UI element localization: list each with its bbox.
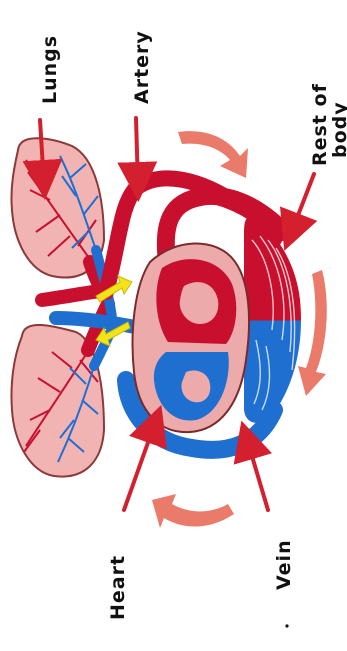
heart-label: Heart	[107, 555, 129, 620]
vein-label: Vein	[273, 539, 295, 590]
vein-pointer	[246, 436, 268, 510]
lungs-label: Lungs	[39, 35, 61, 104]
artery-label: Artery	[131, 30, 153, 104]
rest-of-body-label-line1: Rest of	[309, 83, 331, 166]
heart	[133, 243, 249, 432]
rest-of-body-pointer	[290, 174, 314, 236]
rest-of-body-label-line2: body	[329, 101, 347, 158]
capillary-bed	[244, 218, 301, 423]
artery-pointer	[136, 118, 138, 186]
stray-dot	[285, 624, 288, 627]
heart-pointer	[124, 420, 156, 510]
